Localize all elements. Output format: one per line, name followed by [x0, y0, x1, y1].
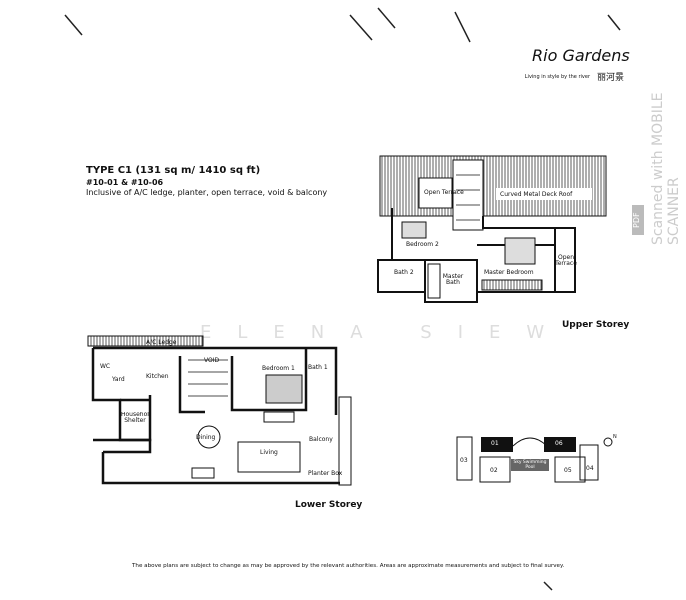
room-ac-ledge: A/C Ledge — [146, 339, 177, 346]
brand-chinese-name: 丽河景 — [597, 73, 625, 83]
north-arrow-icon: N — [613, 434, 617, 440]
room-open-terrace-upper: Open Terrace — [424, 189, 464, 196]
key-unit-05: 05 — [564, 467, 572, 474]
room-bedroom-2: Bedroom 2 — [406, 241, 439, 248]
key-unit-03: 03 — [460, 457, 468, 464]
room-planter-box: Planter Box — [308, 470, 343, 477]
room-dining: Dining — [196, 434, 216, 441]
unit-inclusions: Inclusive of A/C ledge, planter, open te… — [86, 188, 328, 197]
unit-type-title: TYPE C1 (131 sq m/ 1410 sq ft) — [86, 165, 261, 176]
room-master-bath: Master Bath — [442, 273, 464, 286]
agent-watermark: ELENA SIEW — [200, 322, 571, 343]
room-household-shelter: Household Shelter — [121, 412, 149, 424]
room-bath-1: Bath 1 — [308, 364, 328, 371]
key-unit-04: 04 — [586, 465, 594, 472]
key-pool: Sky Swimming Pool — [513, 460, 547, 470]
room-void: VOID — [204, 357, 220, 364]
unit-numbers: #10-01 & #10-06 — [86, 178, 164, 187]
room-balcony: Balcony — [309, 436, 333, 443]
key-unit-06: 06 — [555, 440, 563, 447]
upper-storey-caption: Upper Storey — [562, 320, 630, 330]
room-wc: WC — [100, 363, 111, 370]
key-unit-02: 02 — [490, 467, 498, 474]
disclaimer: The above plans are subject to change as… — [132, 563, 565, 569]
room-open-terrace-side: Open Terrace — [555, 254, 577, 267]
room-kitchen: Kitchen — [146, 373, 169, 380]
room-bedroom-1: Bedroom 1 — [262, 365, 295, 372]
lower-storey-caption: Lower Storey — [295, 500, 363, 510]
room-bath-2: Bath 2 — [394, 269, 414, 276]
room-yard: Yard — [112, 376, 125, 383]
key-unit-01: 01 — [491, 440, 499, 447]
brand-tagline: Living in style by the river — [524, 74, 590, 80]
room-master-bedroom: Master Bedroom — [484, 269, 534, 276]
room-living: Living — [260, 449, 278, 456]
room-roof: Curved Metal Deck Roof — [500, 191, 573, 198]
brand-logo: Rio Gardens — [532, 46, 630, 65]
